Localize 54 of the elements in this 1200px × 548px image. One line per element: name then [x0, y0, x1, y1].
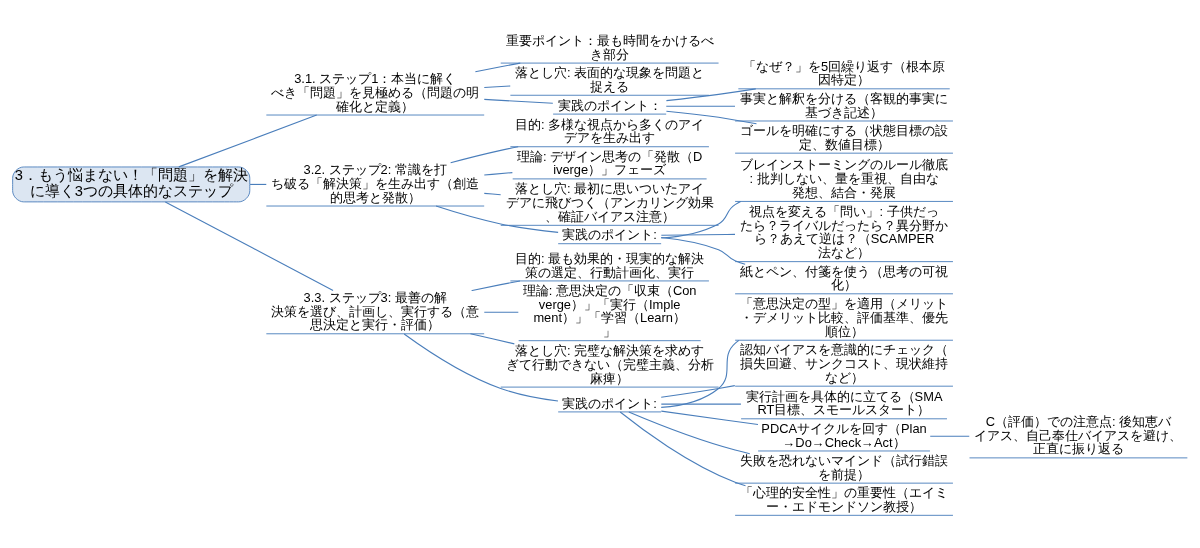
connector: [474, 62, 521, 72]
connector: [619, 410, 747, 486]
node-text: 視点を変える「問い」: 子供だったら？ライバルだったら？異分野から？あえて逆は？（SCAMPER法など）: [740, 203, 949, 260]
node-text: 認知バイアスを意識的にチェック（損失回避、サンクコスト、現状維持など）: [740, 341, 949, 385]
connector: [660, 339, 740, 408]
node-text: 落とし穴: 完璧な解決策を求めすぎて行動できない（完璧主義、分析麻痺）: [505, 342, 714, 386]
node-text: 紙とペン、付箋を使う（思考の可視化）: [740, 263, 949, 292]
node-text: 3.2. ステップ2: 常識を打ち破る「解決策」を生み出す（創造的思考と発散）: [271, 161, 480, 205]
node-text: 理論: デザイン思考の「発散（Diverge）」フェーズ: [516, 148, 703, 177]
node-text: 目的: 最も効果的・現実的な解決策の選定、行動計画化、実行: [515, 250, 705, 280]
node-text: 「意思決定の型」を適用（メリット・デメリット比較、評価基準、優先順位）: [740, 295, 949, 339]
node-text: 実行計画を具体的に立てる（SMART目標、スモールスタート）: [745, 388, 943, 417]
connector: [628, 411, 751, 454]
node-text: 「心理的安全性」の重要性（エイミー・エドモンドソン教授）: [740, 484, 949, 514]
node-text: 理論: 意思決定の「収束（Converge）」「実行（Implement）」「学習（Learn）」: [522, 282, 697, 339]
connector: [471, 279, 521, 291]
node-text: 失敗を恐れないマインド（試行錯誤を前提）: [740, 452, 949, 482]
connector: [929, 435, 970, 437]
connector: [483, 98, 554, 104]
connector: [660, 403, 742, 405]
node-text: 「なぜ？」を5回繰り返す（根本原因特定）: [742, 58, 946, 87]
connector: [483, 192, 502, 195]
connector: [665, 110, 757, 124]
connector: [164, 200, 334, 291]
node-text: 実践のポイント:: [562, 226, 657, 242]
connector: [660, 233, 736, 236]
node-text: 落とし穴: 表面的な現象を問題と捉える: [515, 64, 705, 94]
node-text: 実践のポイント:: [562, 395, 657, 410]
connector: [660, 410, 759, 425]
node-text: 重要ポイント：最も時間をかけるべき部分: [505, 32, 714, 62]
node-text: 落とし穴: 最初に思いついたアイデアに飛びつく（アンカリング効果、確証バイアス注意）: [505, 180, 714, 224]
node-text: 3.1. ステップ1：本当に解くべき「問題」を見極める（問題の明確化と定義）: [271, 70, 480, 114]
node-text: ブレインストーミングのルール徹底: 批判しない、量を重視、自由な発想、結合・発展: [740, 156, 949, 200]
node-box: 3．もう悩まない！「問題」を解決に導く3つの具体的なステップ: [12, 166, 251, 202]
connector: [483, 311, 519, 313]
connector: [435, 205, 559, 233]
node-text: C（評価）での注意点: 後知恵バイアス、自己奉仕バイアスを避け、正直に振り返る: [974, 413, 1183, 456]
node-text: 3.3. ステップ3: 最善の解決策を選び、計画し、実行する（意思決定と実行・評価）: [271, 289, 480, 332]
connector: [178, 114, 318, 167]
node-text: ゴールを明確にする（状態目標の設定、数値目標）: [740, 122, 949, 152]
connector: [469, 332, 515, 344]
node-text: 目的: 多様な視点から多くのアイデアを生み出す: [515, 116, 705, 145]
connector: [483, 171, 513, 176]
node-text: 実践のポイント：: [557, 97, 662, 113]
node-text: 事実と解釈を分ける（客観的事実に基づき記述）: [740, 90, 949, 120]
connector: [665, 105, 736, 107]
connector: [660, 200, 742, 238]
connector: [450, 145, 519, 163]
connector: [660, 236, 746, 265]
connector: [665, 87, 757, 101]
connector: [660, 384, 736, 398]
connector: [483, 84, 511, 88]
connector: [403, 332, 559, 402]
node-text: PDCAサイクルを回す（Plan→Do→Check→Act）: [761, 420, 927, 450]
